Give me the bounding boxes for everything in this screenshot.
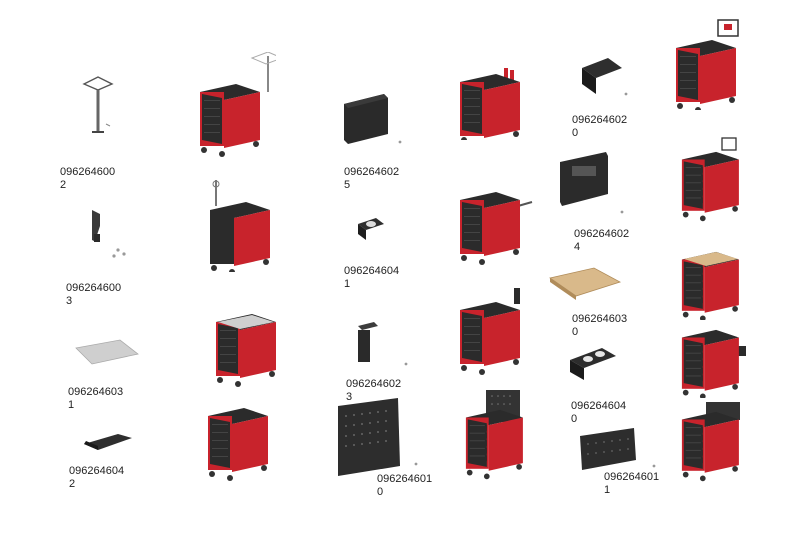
panel-bracket-image [344, 94, 402, 144]
trolley-with-wood-top-image [681, 251, 739, 320]
perforated-panel-image [338, 398, 418, 476]
trolley-with-laptop-image [676, 19, 739, 110]
trolley-with-monitor-image [681, 137, 739, 222]
trolley-with-hose-image [210, 180, 270, 272]
stand-holder-image [82, 76, 114, 133]
tray-holder-image [84, 434, 132, 450]
bracket-image [92, 210, 126, 258]
grey-mat-image [75, 339, 139, 365]
trolley-with-spray-holder-image [460, 288, 520, 375]
small-holder-image [358, 218, 384, 240]
document-holder-image [582, 58, 628, 96]
wooden-board-image [549, 267, 622, 300]
trolley-with-side-holder-image [681, 329, 746, 398]
trolley-with-panel-image [681, 402, 740, 482]
wall-holder-image [560, 152, 624, 214]
trolley-with-arm-image [460, 192, 533, 265]
vertical-holder-image [358, 322, 408, 366]
trolley-with-holders-image [460, 68, 520, 140]
small-perforated-panel-image [580, 428, 656, 470]
trolley-with-stand-image [200, 52, 276, 157]
trolley-with-pegboard-image [465, 390, 523, 480]
double-cup-holder-image [570, 348, 616, 380]
trolley-with-mat-image [216, 314, 276, 387]
trolley-with-tray-image [208, 408, 268, 481]
